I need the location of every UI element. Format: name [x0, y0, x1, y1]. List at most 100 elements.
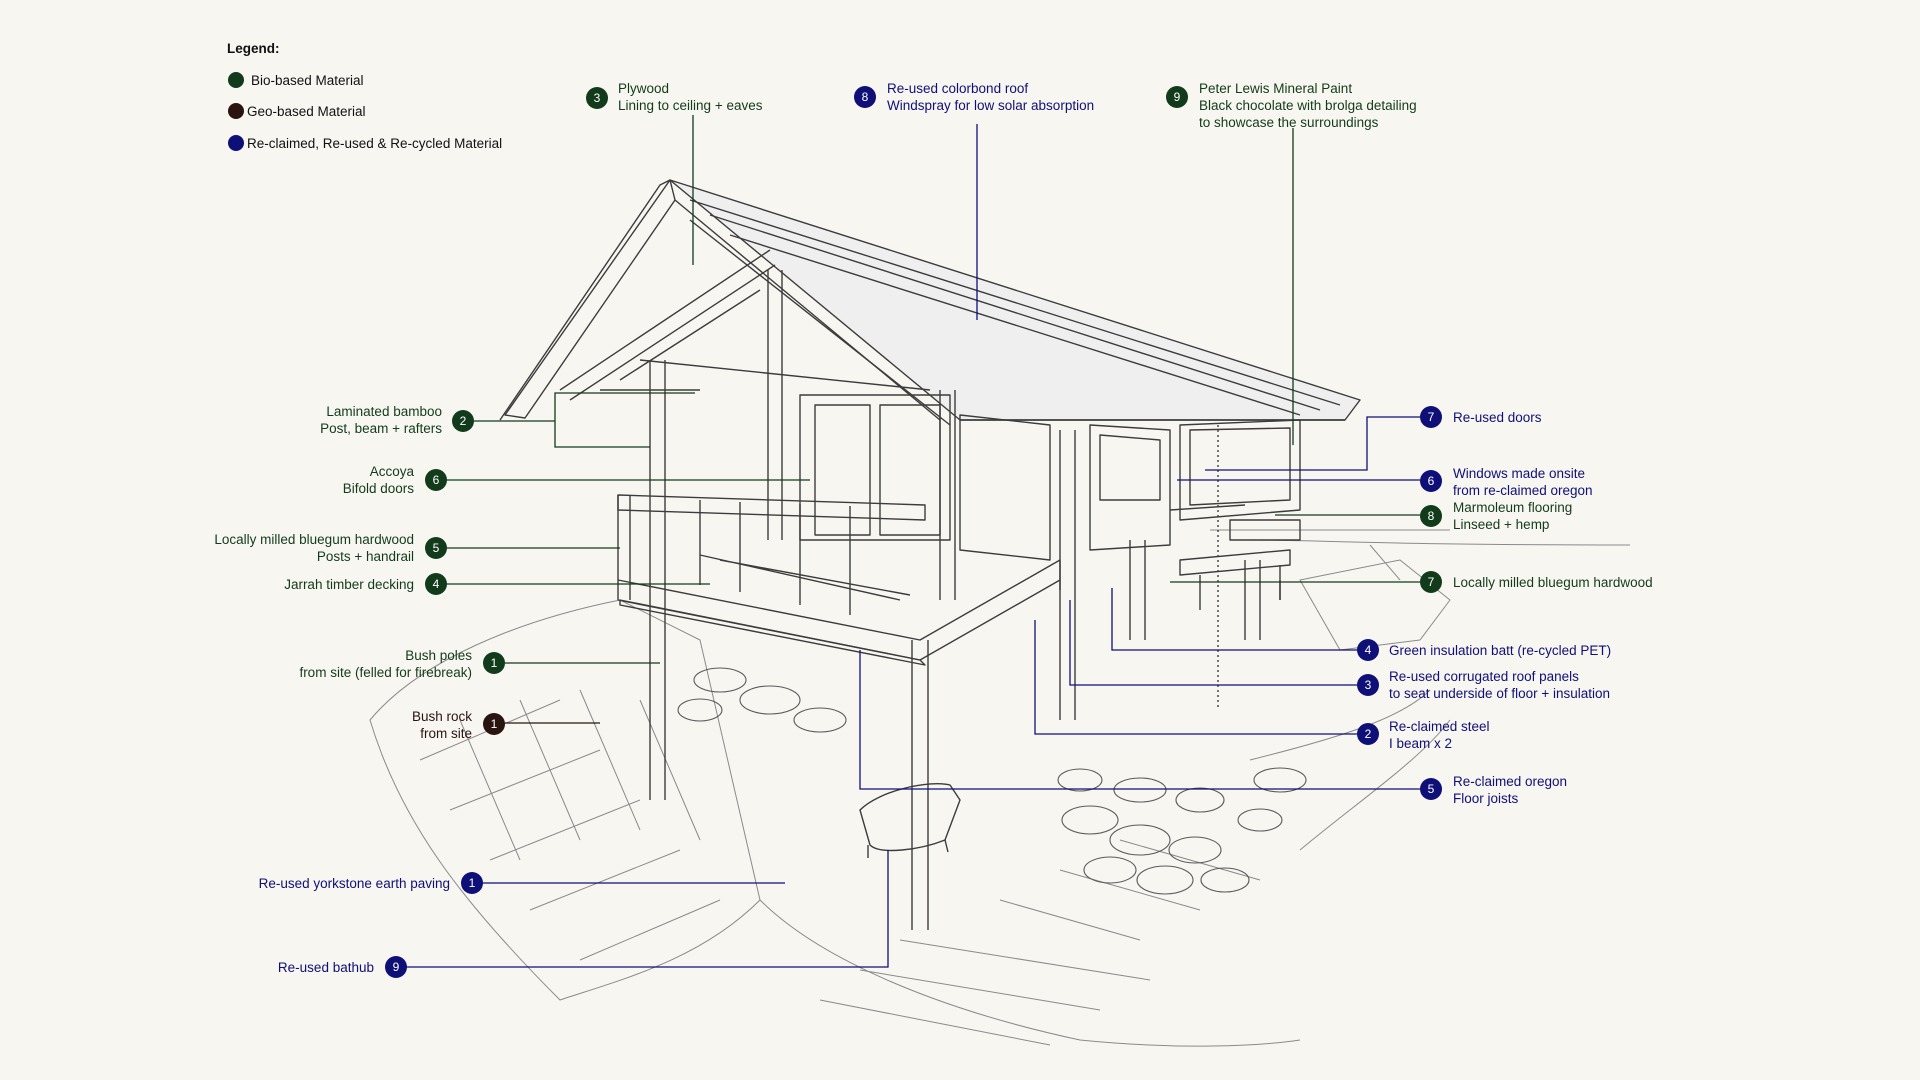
walls-and-windows: [799, 394, 1301, 561]
callout-number: 1: [491, 717, 498, 731]
callout-bio-5: Locally milled bluegum hardwood Posts + …: [214, 532, 447, 564]
callout-badge: [461, 872, 483, 894]
callout-line: Linseed + hemp: [1453, 517, 1549, 532]
callout-bio-2: Laminated bamboo Post, beam + rafters 2: [320, 404, 474, 436]
callouts: 3 Plywood Lining to ceiling + eaves 8 Re…: [214, 81, 1653, 978]
callout-line: Floor joists: [1453, 791, 1519, 806]
legend-geo-label: Geo-based Material: [247, 104, 366, 119]
bush-rock-pile: [677, 667, 1307, 895]
callout-badge: [425, 573, 447, 595]
callout-line: Green insulation batt (re-cycled PET): [1389, 643, 1611, 658]
deck: [617, 494, 1061, 666]
callout-number: 6: [1428, 474, 1435, 488]
callout-badge: [425, 469, 447, 491]
callout-line: Re-claimed oregon: [1453, 774, 1567, 789]
callout-badge: [586, 87, 608, 109]
callout-bio-3: 3 Plywood Lining to ceiling + eaves: [586, 81, 763, 113]
callout-line: Accoya: [370, 464, 415, 479]
roof: [499, 179, 1361, 421]
callout-badge: [1357, 674, 1379, 696]
callout-rec-5: 5 Re-claimed oregon Floor joists: [1420, 774, 1567, 806]
legend-title: Legend:: [227, 41, 280, 56]
callout-line: to showcase the surroundings: [1199, 115, 1379, 130]
callout-line: Re-used yorkstone earth paving: [259, 876, 450, 891]
legend-bio-swatch: [228, 72, 244, 88]
callout-number: 7: [1428, 410, 1435, 424]
callout-line: Locally milled bluegum hardwood: [1453, 575, 1653, 590]
callout-line: Marmoleum flooring: [1453, 500, 1572, 515]
legend-geo-swatch: [228, 103, 244, 119]
callout-line: Peter Lewis Mineral Paint: [1199, 81, 1352, 96]
leader-rec-5: [859, 650, 1420, 790]
callout-bio-1: Bush poles from site (felled for firebre…: [299, 648, 505, 680]
callout-badge: [1420, 778, 1442, 800]
callout-number: 1: [469, 876, 476, 890]
callout-number: 5: [1428, 782, 1435, 796]
callout-line: from re-claimed oregon: [1453, 483, 1593, 498]
side-step: [1179, 549, 1291, 610]
legend-reclaimed-label: Re-claimed, Re-used & Re-cycled Material: [247, 136, 502, 151]
bathtub: [859, 783, 961, 858]
leader-lines: [405, 115, 1420, 968]
callout-line: Bush rock: [412, 709, 472, 724]
callout-rec-4: 4 Green insulation batt (re-cycled PET): [1357, 639, 1611, 661]
callout-line: Lining to ceiling + eaves: [618, 98, 763, 113]
leader-rec-9: [405, 850, 889, 968]
leader-rec-3: [1069, 600, 1357, 686]
callout-rec-2: 2 Re-claimed steel I beam x 2: [1357, 719, 1490, 751]
callout-line: I beam x 2: [1389, 736, 1452, 751]
callout-bio-9: 9 Peter Lewis Mineral Paint Black chocol…: [1166, 81, 1417, 130]
callout-line: Locally milled bluegum hardwood: [214, 532, 414, 547]
callout-line: Windspray for low solar absorption: [887, 98, 1094, 113]
legend-reclaimed-swatch: [228, 135, 244, 151]
callout-rec-3: 3 Re-used corrugated roof panels to seat…: [1357, 669, 1610, 701]
callout-line: Jarrah timber decking: [284, 577, 414, 592]
callout-line: Re-used doors: [1453, 410, 1542, 425]
callout-number: 3: [594, 91, 601, 105]
legend: Legend: Bio-based Material Geo-based Mat…: [227, 41, 502, 151]
callout-bio-8: 8 Marmoleum flooring Linseed + hemp: [1420, 500, 1572, 532]
callout-number: 3: [1365, 678, 1372, 692]
callout-badge: [1420, 470, 1442, 492]
leader-rec-2: [1034, 620, 1357, 735]
leader-rec-7: [1205, 416, 1420, 471]
callout-bio-4: Jarrah timber decking 4: [284, 573, 447, 595]
posts: [649, 270, 1281, 930]
leader-bio-2: [474, 392, 695, 448]
callout-number: 1: [491, 656, 498, 670]
callout-geo-1: Bush rock from site 1: [412, 709, 505, 741]
callout-line: Bush poles: [405, 648, 472, 663]
callout-badge: [854, 86, 876, 108]
callout-line: Re-used corrugated roof panels: [1389, 669, 1579, 684]
callout-line: Bifold doors: [343, 481, 415, 496]
callout-badge: [483, 713, 505, 735]
callout-line: from site (felled for firebreak): [299, 665, 472, 680]
callout-line: Post, beam + rafters: [320, 421, 442, 436]
callout-line: Plywood: [618, 81, 669, 96]
callout-rec-1: Re-used yorkstone earth paving 1: [259, 872, 483, 894]
callout-number: 6: [433, 473, 440, 487]
callout-badge: [1420, 406, 1442, 428]
callout-line: Re-used bathub: [278, 960, 374, 975]
legend-bio-label: Bio-based Material: [251, 73, 364, 88]
callout-badge: [1420, 571, 1442, 593]
callout-number: 5: [433, 541, 440, 555]
callout-number: 7: [1428, 575, 1435, 589]
callout-number: 9: [1174, 90, 1181, 104]
callout-number: 4: [1365, 643, 1372, 657]
callout-badge: [483, 652, 505, 674]
callout-number: 2: [460, 414, 467, 428]
callout-badge: [1166, 86, 1188, 108]
callout-number: 2: [1365, 727, 1372, 741]
callout-rec-8: 8 Re-used colorbond roof Windspray for l…: [854, 81, 1094, 113]
callout-rec-7: 7 Re-used doors: [1420, 406, 1542, 428]
callout-badge: [1357, 639, 1379, 661]
callout-line: Black chocolate with brolga detailing: [1199, 98, 1417, 113]
callout-line: Re-used colorbond roof: [887, 81, 1028, 96]
gable-frame: [559, 199, 951, 426]
callout-number: 9: [393, 960, 400, 974]
leader-rec-4: [1111, 588, 1357, 651]
callout-number: 8: [1428, 509, 1435, 523]
callout-badge: [385, 956, 407, 978]
